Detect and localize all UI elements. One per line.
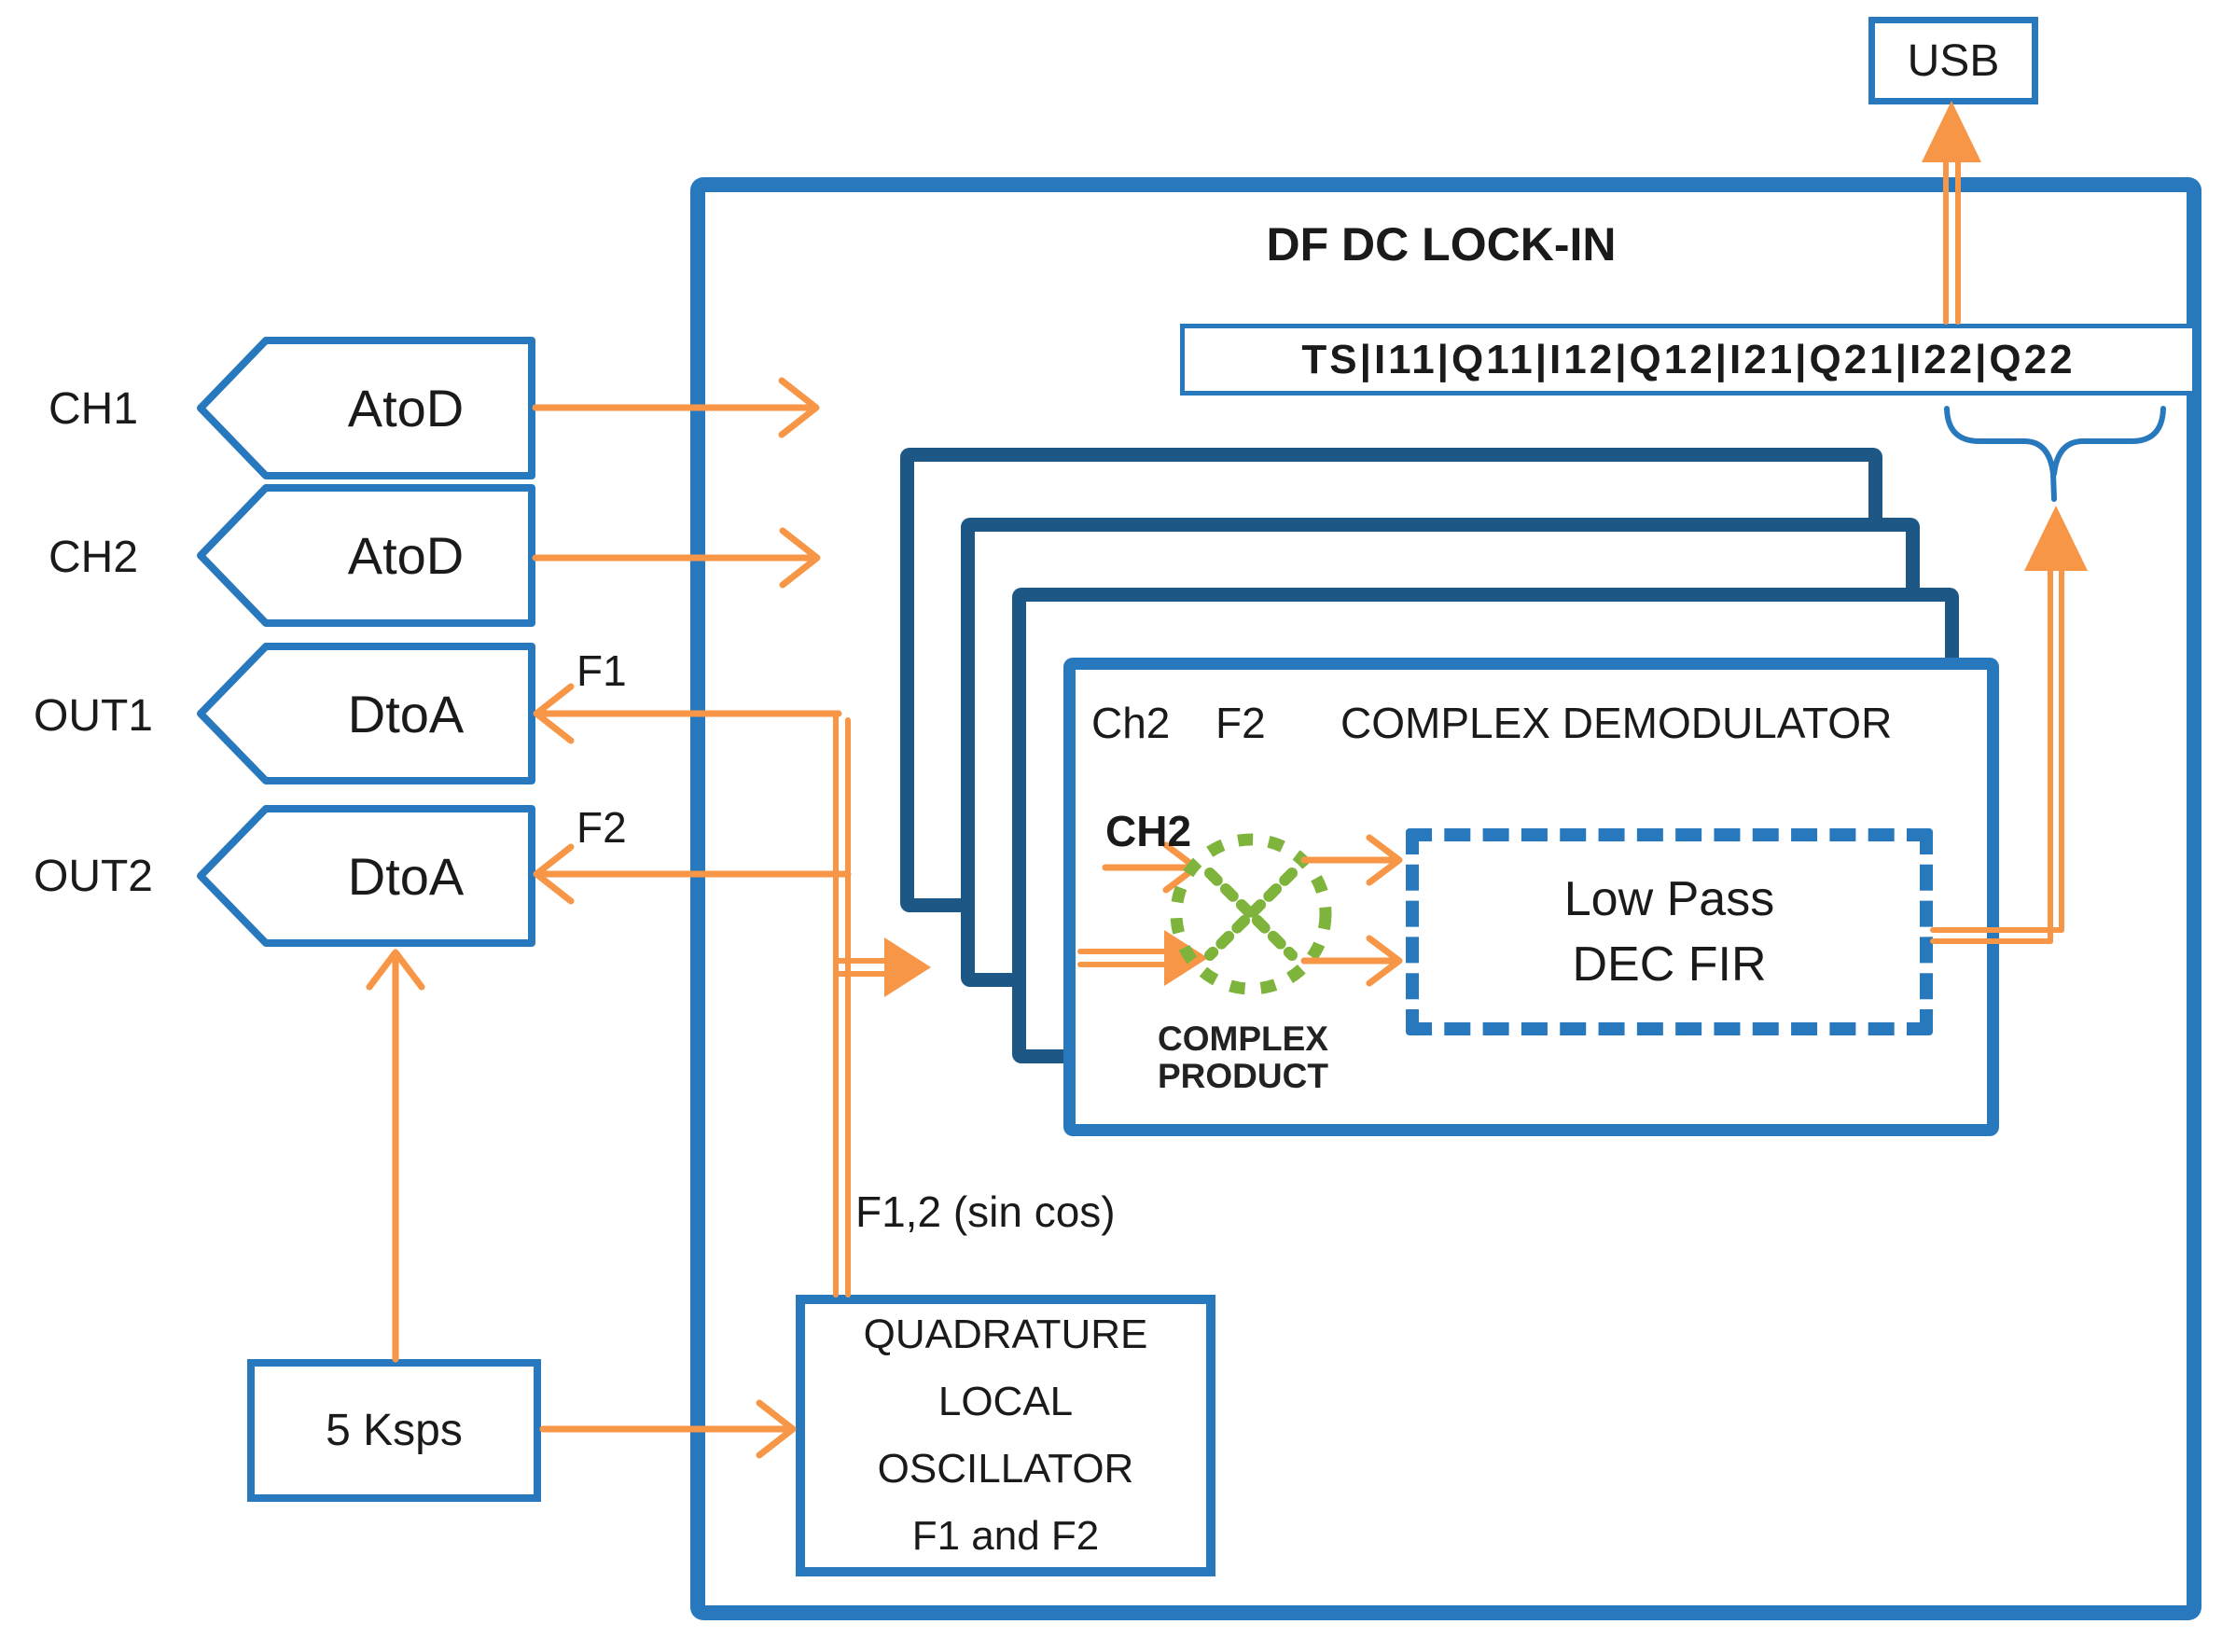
lowpass-line1: Low Pass — [1563, 872, 1775, 926]
oscillator-line: OSCILLATOR — [877, 1446, 1134, 1492]
demodulator-channel: Ch2 — [1091, 699, 1171, 747]
usb-box: USB — [1868, 17, 2038, 104]
f1-label: F1 — [576, 646, 627, 695]
oscillator-line: F1 and F2 — [911, 1513, 1100, 1559]
f12-sincos-label: F1,2 (sin cos) — [855, 1187, 1116, 1236]
lowpass-line2: DEC FIR — [1572, 937, 1767, 992]
port-label-out2: OUT2 — [33, 851, 153, 901]
oscillator-box: QUADRATURE LOCAL OSCILLATOR F1 and F2 — [796, 1295, 1215, 1576]
port-label-ch2: CH2 — [48, 532, 139, 582]
clock-label: 5 Ksps — [326, 1406, 463, 1455]
complex-product-label-line1: COMPLEX — [1158, 1020, 1328, 1058]
demod-input-label: CH2 — [1105, 807, 1192, 855]
port-label-out1: OUT1 — [33, 690, 153, 741]
oscillator-line: LOCAL — [937, 1379, 1074, 1424]
clock-box: 5 Ksps — [247, 1359, 541, 1502]
demodulator-frequency: F2 — [1215, 699, 1266, 747]
usb-label: USB — [1907, 35, 2000, 86]
atod-label-ch2: AtoD — [347, 525, 465, 585]
atod-label-ch1: AtoD — [347, 378, 465, 437]
oscillator-line: QUADRATURE — [863, 1312, 1148, 1357]
output-record-box: TS|I11|Q11|I12|Q12|I21|Q21|I22|Q22 — [1180, 324, 2197, 396]
dtoa-label-out1: DtoA — [347, 684, 465, 743]
clock-to-dtoa-arrow — [366, 949, 425, 1363]
demodulator-title: COMPLEX DEMODULATOR — [1340, 699, 1893, 747]
complex-product-label-line2: PRODUCT — [1158, 1057, 1328, 1095]
output-record-text: TS|I11|Q11|I12|Q12|I21|Q21|I22|Q22 — [1301, 336, 2076, 382]
page-title: DF DC LOCK-IN — [1266, 218, 1617, 271]
dtoa-label-out2: DtoA — [347, 846, 465, 906]
f2-label: F2 — [576, 803, 627, 852]
port-label-ch1: CH1 — [48, 383, 139, 434]
lowpass-dec-fir-box: Low Pass DEC FIR — [1406, 828, 1933, 1035]
